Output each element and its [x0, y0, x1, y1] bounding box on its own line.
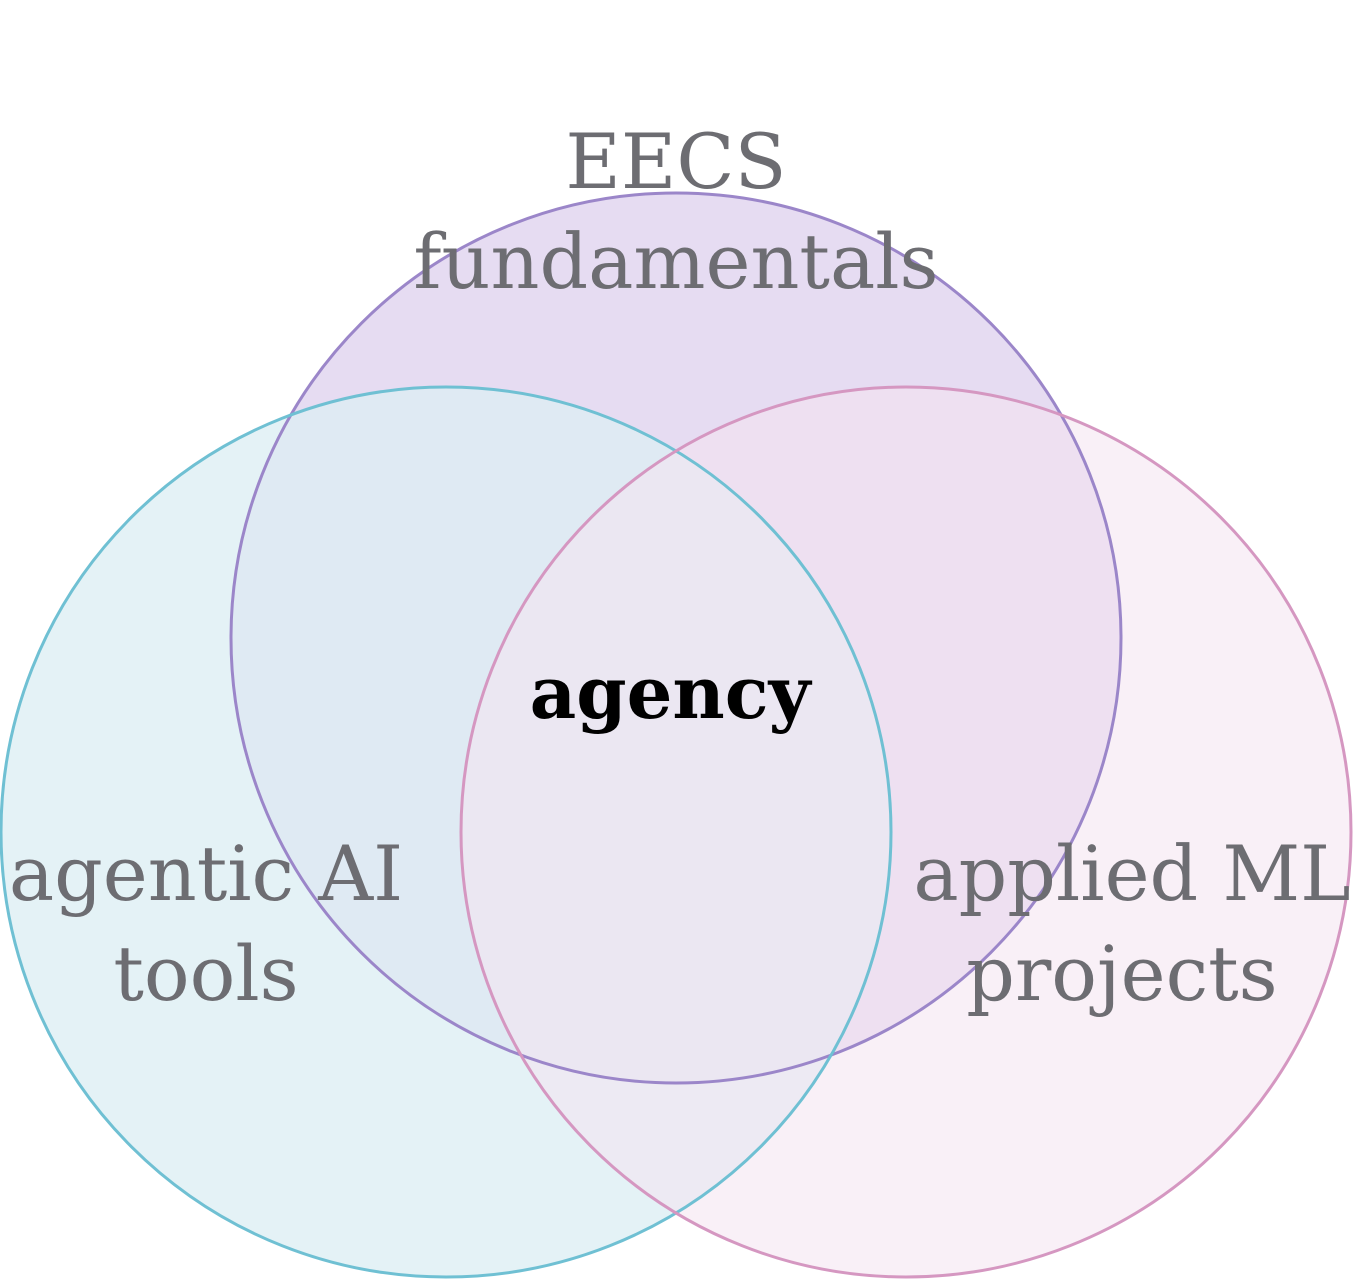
- label-left-line-1: agentic AI: [9, 829, 403, 918]
- circle-top-outline: [229, 191, 1123, 1085]
- label-right-line-1: applied ML: [913, 829, 1350, 918]
- center-label: agency: [530, 650, 813, 735]
- label-left-line-2: tools: [113, 929, 298, 1018]
- circle-right-fill: [461, 387, 1351, 1277]
- label-right-line-2: projects: [966, 929, 1277, 1018]
- label-top-line-1: EECS: [565, 117, 786, 206]
- circle-left-outline: [0, 385, 893, 1279]
- label-top-line-2: fundamentals: [413, 217, 938, 306]
- circle-right-outline: [459, 385, 1353, 1279]
